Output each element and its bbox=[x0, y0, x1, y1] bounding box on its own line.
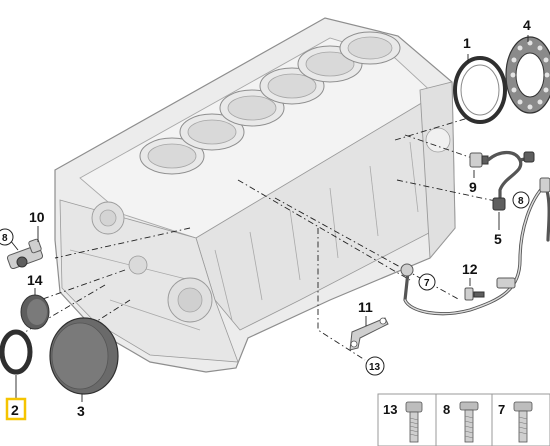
table-cell-8: 8 bbox=[443, 402, 450, 417]
engine-block bbox=[54, 17, 456, 373]
part-3-end-cap bbox=[49, 317, 119, 402]
circled-ref-7: 7 bbox=[424, 278, 430, 289]
part-10-plug bbox=[6, 226, 44, 270]
callout-1: 1 bbox=[463, 35, 471, 51]
block-ribs bbox=[69, 141, 419, 331]
fastener-table: 13 8 7 bbox=[377, 393, 550, 446]
part-14-cover bbox=[20, 288, 50, 330]
callout-10: 10 bbox=[29, 209, 45, 225]
callout-labels: 1 4 9 5 12 11 10 14 3 2 8 8 7 13 bbox=[0, 17, 531, 421]
callout-9: 9 bbox=[469, 179, 477, 195]
bolt-13-icon bbox=[405, 401, 423, 443]
circled-ref-8-left: 8 bbox=[2, 233, 8, 244]
callout-3: 3 bbox=[77, 403, 85, 419]
part-2-sealing-ring bbox=[0, 329, 33, 398]
callout-11: 11 bbox=[358, 299, 373, 315]
part-1-rear-seal bbox=[453, 54, 507, 124]
callout-12: 12 bbox=[462, 261, 478, 277]
part-12-sensor bbox=[464, 278, 485, 301]
bolt-7-icon bbox=[513, 401, 533, 443]
part-4-encoder-wheel bbox=[505, 35, 550, 114]
bolt-8-icon bbox=[459, 401, 479, 443]
callout-2-highlight bbox=[5, 397, 27, 421]
callout-5: 5 bbox=[494, 231, 502, 247]
table-cell-7: 7 bbox=[498, 402, 505, 417]
circled-ref-13: 13 bbox=[369, 362, 381, 373]
callout-14: 14 bbox=[27, 272, 43, 288]
callout-4: 4 bbox=[523, 17, 531, 33]
part-5-wiring-harness bbox=[400, 150, 550, 316]
part-9-sensor bbox=[469, 152, 489, 178]
callout-2: 2 bbox=[11, 402, 19, 418]
cylinder-bores bbox=[139, 31, 401, 175]
circled-ref-8-right: 8 bbox=[518, 196, 524, 207]
table-cell-13: 13 bbox=[383, 402, 397, 417]
part-11-bracket bbox=[349, 316, 389, 351]
